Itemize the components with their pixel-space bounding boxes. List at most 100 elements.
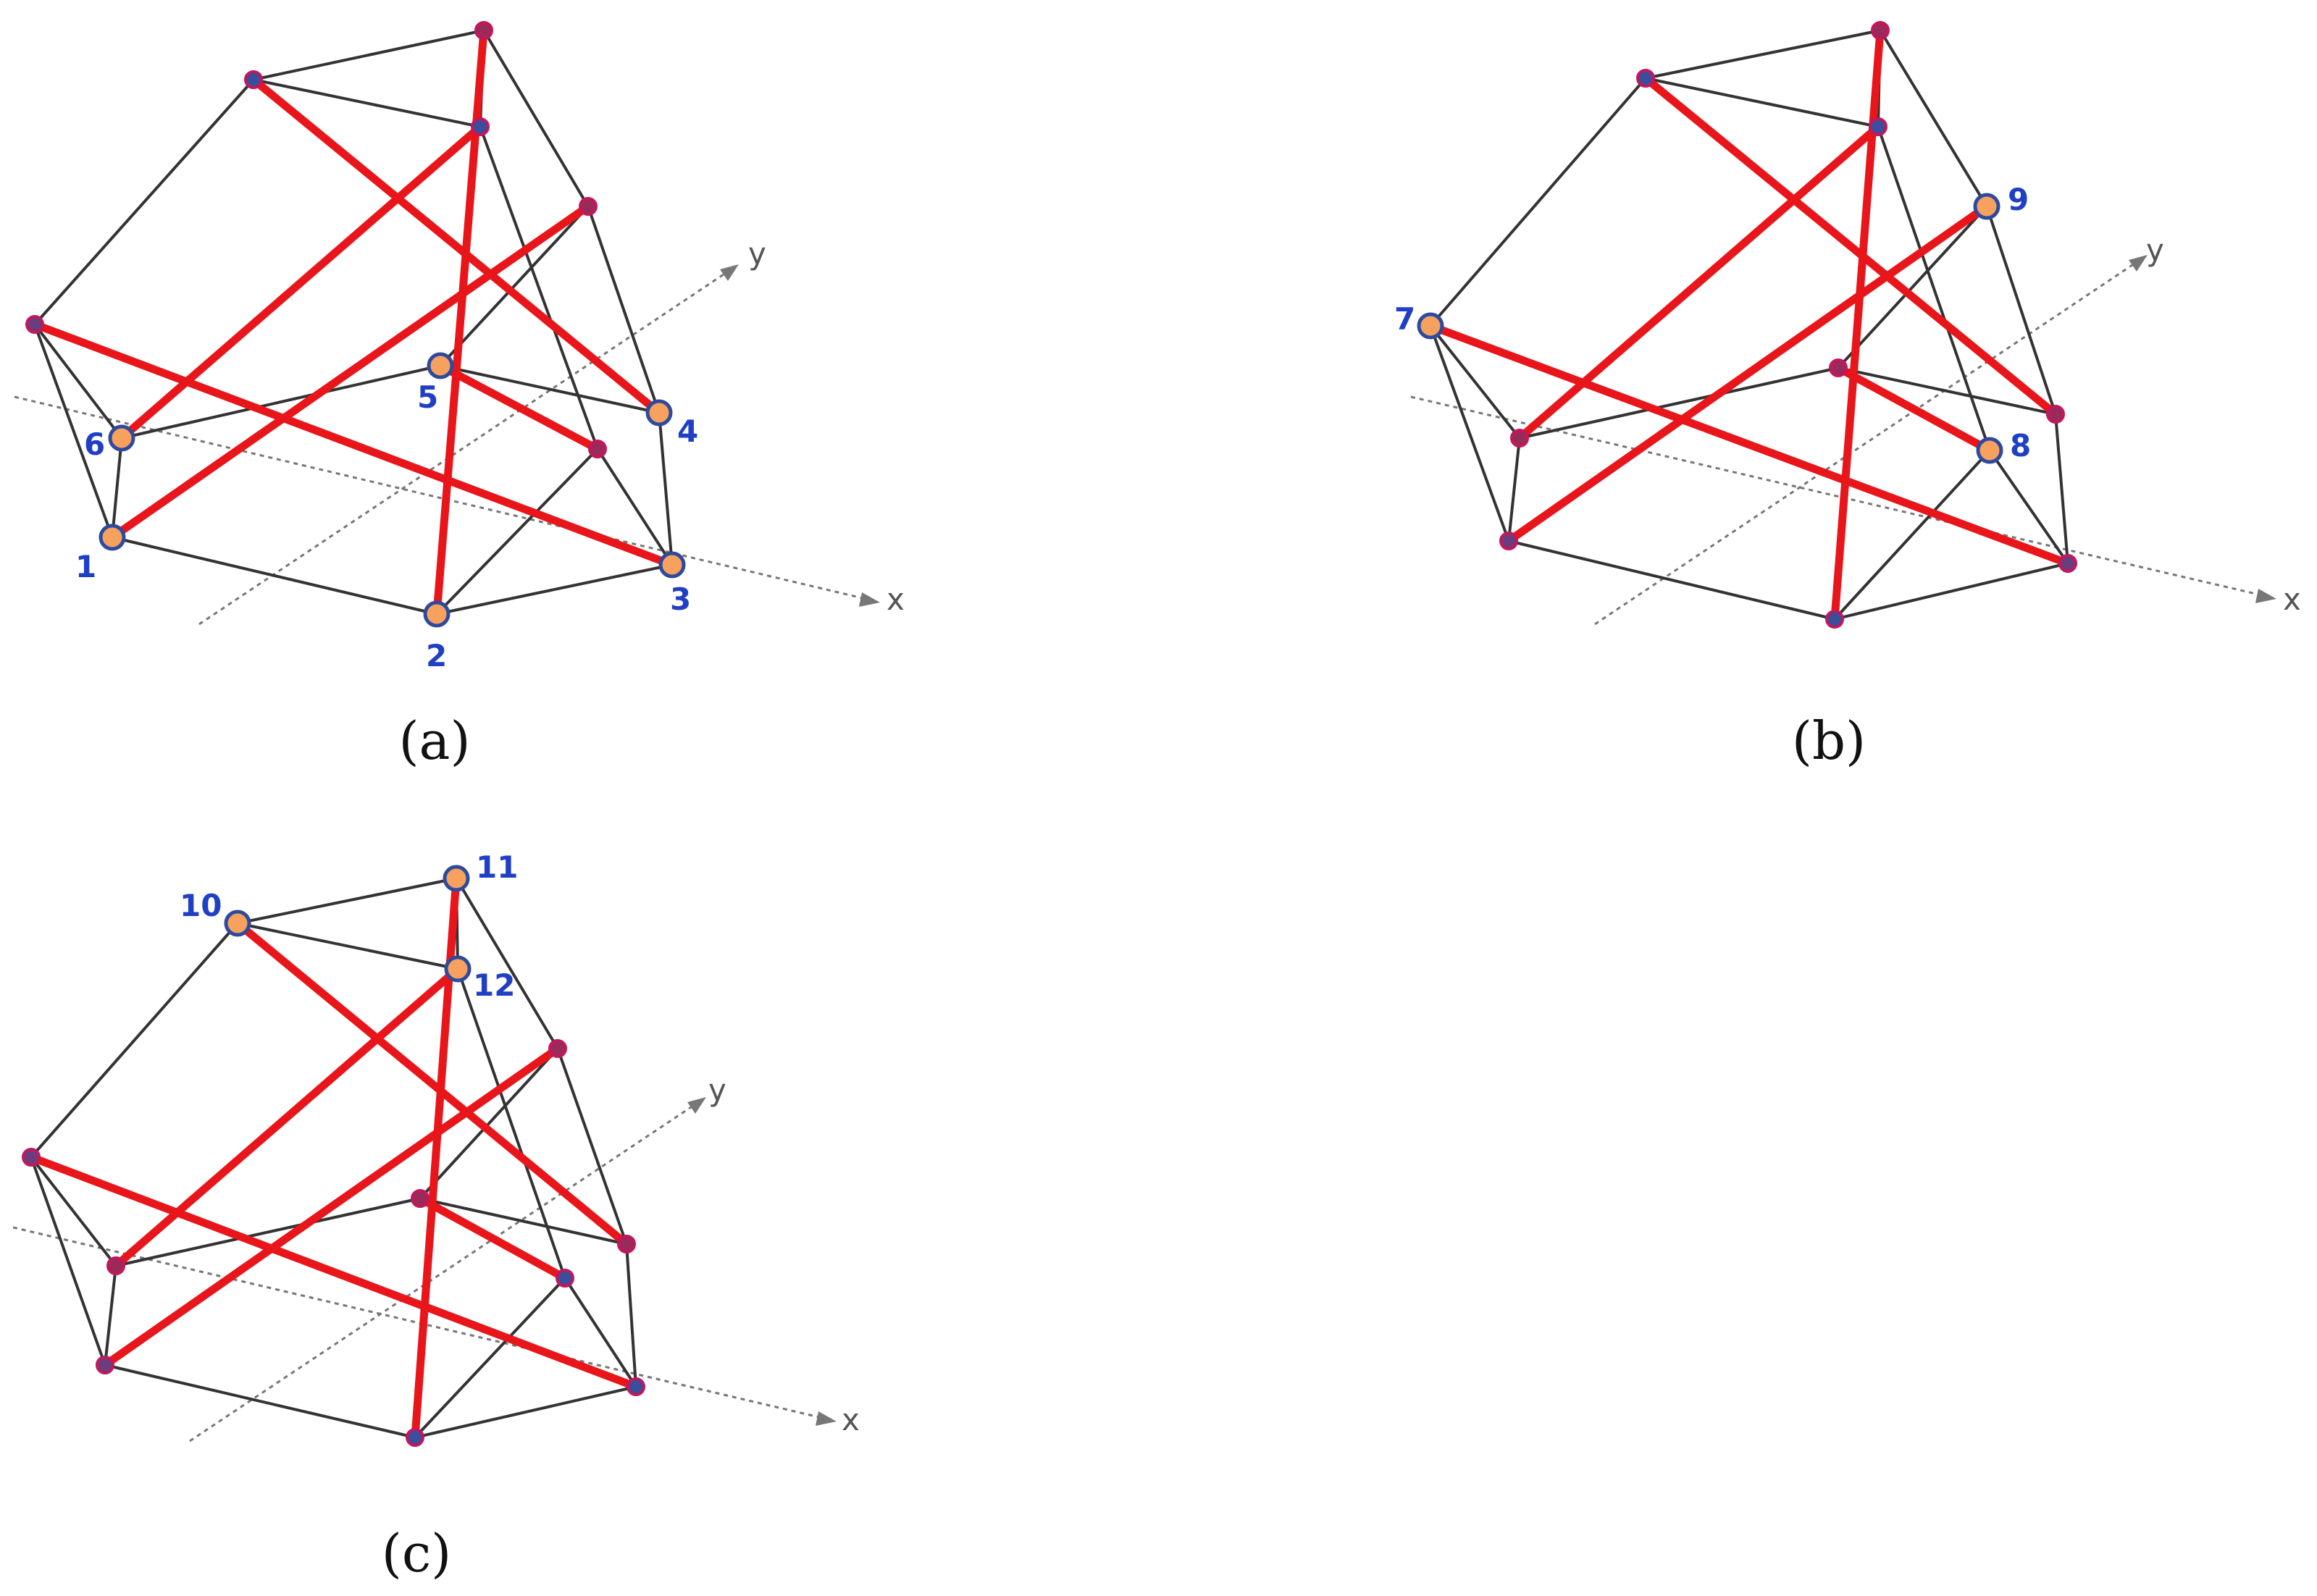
x-axis	[1410, 395, 2263, 597]
node-label-1: 1	[75, 549, 96, 584]
edge	[104, 1364, 416, 1439]
edge	[435, 448, 599, 616]
panel-b: x y	[1394, 21, 2301, 771]
edge	[33, 78, 255, 326]
node	[25, 315, 44, 334]
edge	[1837, 366, 2057, 416]
highlighted-node-2	[423, 600, 451, 628]
highlighted-node-9	[1973, 193, 2000, 220]
x-axis-label: x	[842, 1402, 860, 1437]
node	[617, 1235, 636, 1253]
node	[548, 1039, 567, 1058]
edge	[1833, 449, 1991, 621]
highlighted-node-12	[444, 955, 472, 983]
node	[471, 117, 490, 136]
edge	[1837, 205, 1988, 369]
edge	[1879, 29, 1988, 208]
x-axis-arrow	[2255, 589, 2276, 603]
strut	[436, 361, 602, 453]
edge	[419, 1047, 559, 1200]
node-label-6: 6	[84, 427, 105, 462]
edge	[111, 437, 123, 539]
highlighted-nodes-a	[99, 352, 686, 628]
edge	[658, 411, 674, 566]
strut	[117, 122, 485, 442]
edge	[33, 323, 123, 440]
edge	[1518, 366, 1840, 440]
highlighted-node-10	[224, 910, 251, 937]
edge	[114, 1197, 422, 1267]
edge	[414, 1385, 637, 1439]
strut	[1515, 122, 1882, 442]
node-label-9: 9	[2008, 182, 2029, 217]
x-axis-arrow	[816, 1411, 837, 1426]
edge	[556, 1047, 628, 1246]
edge	[1985, 205, 2057, 416]
edge	[236, 877, 458, 925]
node-label-7: 7	[1394, 301, 1415, 337]
strut	[233, 919, 631, 1248]
edge	[625, 1243, 637, 1388]
node	[2046, 405, 2065, 424]
x-axis-arrow	[859, 592, 880, 607]
nodes-a	[25, 21, 607, 458]
edge	[455, 877, 559, 1050]
edge	[1429, 324, 1521, 440]
y-axis-arrow	[687, 1097, 706, 1114]
edge	[120, 364, 442, 440]
edge	[1644, 77, 1880, 128]
node	[106, 1256, 125, 1275]
highlighted-node-1	[99, 524, 126, 551]
node	[627, 1377, 645, 1396]
y-axis-arrow	[2129, 255, 2148, 272]
node	[579, 197, 598, 216]
edge	[439, 205, 590, 367]
struts-b	[1426, 26, 2072, 623]
highlighted-node-3	[658, 551, 686, 579]
edge	[1988, 449, 2069, 565]
panel-a: x y	[14, 21, 905, 771]
edge	[111, 536, 438, 616]
node-label-11: 11	[476, 849, 518, 885]
strut	[30, 320, 676, 569]
node	[474, 21, 493, 40]
edge	[482, 29, 590, 208]
edge	[2054, 413, 2069, 565]
node-label-10: 10	[180, 888, 222, 923]
edge	[104, 1264, 117, 1366]
edge	[587, 205, 661, 414]
edge	[414, 1277, 566, 1439]
panel-caption-b: (b)	[1792, 710, 1866, 771]
edges-c	[30, 877, 637, 1439]
node	[1499, 532, 1518, 550]
strut	[112, 965, 462, 1270]
edge	[252, 78, 482, 128]
y-axis-label: y	[748, 236, 766, 272]
struts-c	[27, 874, 640, 1442]
node	[411, 1189, 430, 1208]
strut	[27, 1153, 640, 1391]
node-labels-b: 7 8 9	[1394, 182, 2031, 463]
highlighted-node-6	[108, 424, 135, 452]
edge	[419, 1197, 628, 1246]
node	[1636, 69, 1655, 88]
panel-caption-a: (a)	[398, 710, 470, 771]
edge	[236, 922, 459, 970]
strut	[108, 202, 592, 542]
axes-b: x y	[1410, 232, 2301, 626]
highlighted-nodes-b	[1417, 193, 2003, 464]
edge	[33, 323, 114, 539]
x-axis-label: x	[887, 581, 905, 617]
node	[1829, 358, 1848, 377]
node	[244, 70, 263, 89]
node	[1871, 21, 1890, 40]
node-label-3: 3	[670, 581, 691, 617]
y-axis	[1594, 261, 2137, 626]
edge	[1429, 324, 1510, 542]
x-axis-label: x	[2283, 581, 2301, 617]
edge	[439, 364, 661, 414]
edge	[1429, 77, 1647, 327]
node	[588, 440, 607, 458]
y-axis	[198, 270, 729, 626]
